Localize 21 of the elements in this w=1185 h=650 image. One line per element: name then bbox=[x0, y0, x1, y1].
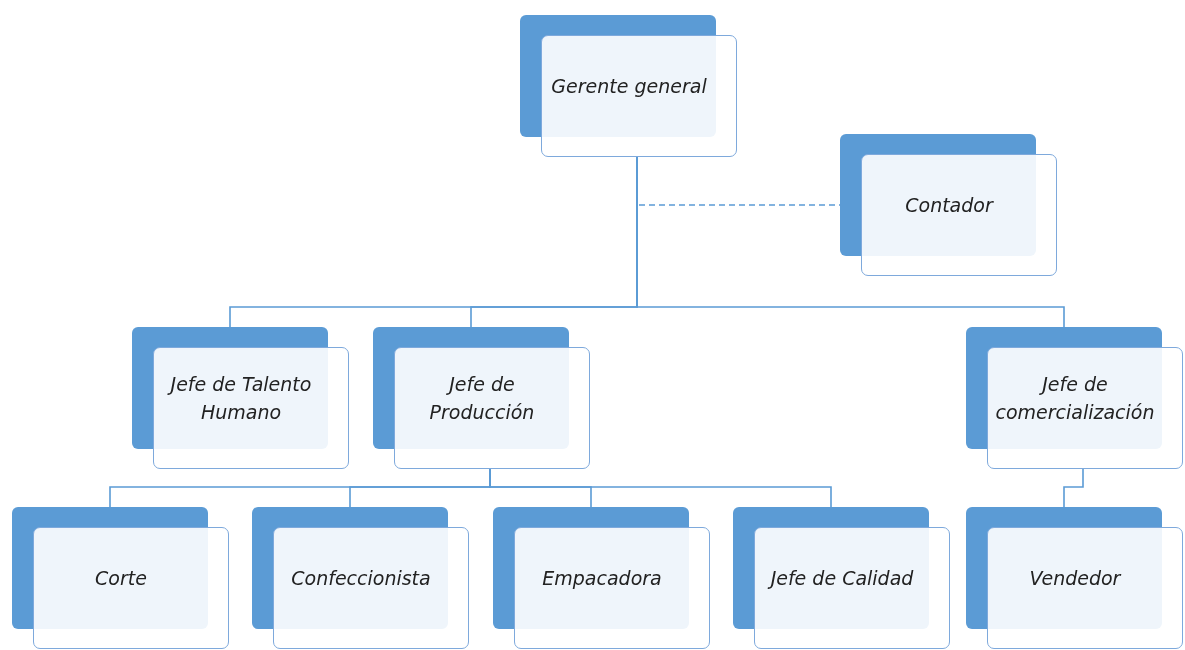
node-label: Jefe de Talento Humano bbox=[155, 349, 327, 447]
node-label: Contador bbox=[904, 192, 995, 218]
org-box bbox=[493, 507, 710, 649]
org-box bbox=[733, 507, 950, 649]
org-box bbox=[252, 507, 469, 649]
node-label: Jefe de Calidad bbox=[756, 529, 928, 627]
org-box bbox=[966, 507, 1183, 649]
node-label: Corte bbox=[94, 565, 148, 591]
org-box bbox=[520, 15, 737, 157]
node-label: Jefe de Producción bbox=[428, 371, 536, 425]
org-box bbox=[840, 134, 1057, 276]
org-box bbox=[373, 327, 590, 469]
org-box bbox=[132, 327, 349, 469]
node-label: Confeccionista bbox=[290, 565, 432, 591]
node-label: Gerente general bbox=[550, 73, 708, 99]
org-box bbox=[966, 327, 1183, 469]
node-label: Jefe de comercialización bbox=[994, 371, 1156, 425]
node-label: Empacadora bbox=[541, 565, 663, 591]
node-label: Vendedor bbox=[1028, 565, 1123, 591]
connector-line bbox=[1063, 468, 1084, 508]
org-box bbox=[12, 507, 229, 649]
